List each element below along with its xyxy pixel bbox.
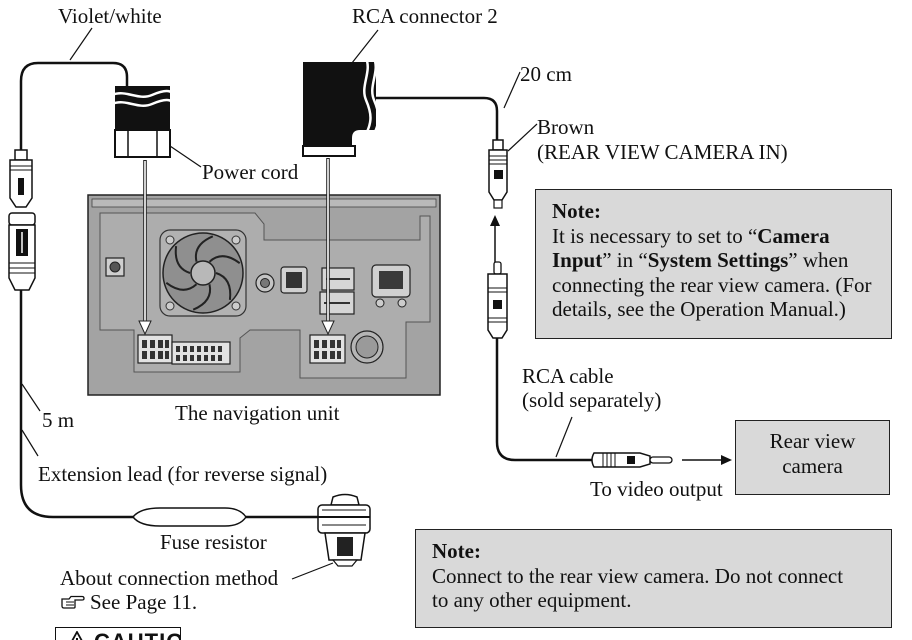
note-camera-setting: Note: It is necessary to set to “Camera …	[535, 189, 892, 339]
extension-lead-wire	[19, 290, 133, 519]
rca-cable-label: RCA cable	[522, 364, 614, 388]
caution-label: CAUTION	[94, 630, 180, 640]
fuse-resistor-label: Fuse resistor	[160, 530, 267, 554]
rca-cable-leader	[555, 416, 573, 458]
connection-method-label: About connection method	[60, 566, 279, 590]
extension-lead-leader	[21, 429, 39, 457]
violet-white-leader	[69, 27, 93, 61]
note-text: It is necessary to set to “	[552, 223, 758, 248]
fan-screw	[231, 235, 241, 245]
rear-view-camera-label: Rear view camera	[769, 429, 856, 478]
fan-screw	[165, 301, 175, 311]
note-heading: Note:	[432, 539, 481, 563]
right-connector-tab	[375, 298, 385, 308]
note-text: ” when connecting the rear view camera. …	[552, 248, 872, 321]
fan-hub	[190, 260, 216, 286]
connection-method-leader	[291, 562, 334, 580]
length-20cm-leader	[503, 71, 521, 109]
aux-socket-pins	[176, 346, 222, 361]
inline-connector-male	[9, 149, 33, 208]
rca-connector-2-leader	[347, 29, 379, 69]
length-20cm-label: 20 cm	[520, 62, 572, 86]
note-connect-camera: Note: Connect to the rear view camera. D…	[415, 529, 892, 628]
note-bold-system-settings: System Settings	[647, 248, 789, 272]
power-socket-pins	[142, 340, 169, 359]
antenna-jack-hole	[109, 261, 121, 273]
right-connector-tab	[397, 298, 407, 308]
rca-connector-arrow-icon	[321, 158, 335, 336]
rca-cable	[495, 338, 594, 462]
extension-lead-label: Extension lead (for reverse signal)	[38, 462, 328, 486]
rca-cable-plug-upper	[487, 261, 508, 339]
rca-cable-plug-lower	[591, 452, 673, 468]
fan-blades	[165, 235, 241, 311]
caution-box: CAUTION	[55, 627, 181, 640]
ground-terminal-core	[260, 278, 270, 288]
brown-rca-jack	[488, 139, 508, 209]
violet-white-wire	[19, 61, 129, 150]
note-bold-camera-input: Camera Input	[552, 223, 830, 273]
square-connector-pins	[286, 272, 302, 288]
sold-separately-label: (sold separately)	[522, 388, 662, 412]
fan-screw	[165, 235, 175, 245]
warning-triangle-icon	[71, 631, 83, 640]
rear-view-camera-box: Rear view camera	[735, 420, 890, 495]
length-5m-label: 5 m	[42, 408, 75, 432]
navigation-unit-label: The navigation unit	[175, 401, 340, 425]
power-cord-arrow-icon	[138, 160, 152, 336]
power-cord-label: Power cord	[202, 160, 299, 184]
round-port-inner	[355, 335, 379, 359]
note-body: Connect to the rear view camera. Do not …	[432, 563, 844, 613]
note-text: ” in “	[602, 248, 648, 272]
see-page-reference: See Page 11.	[90, 590, 198, 614]
brown-label: Brown	[537, 115, 595, 139]
inline-connector-female	[8, 212, 36, 291]
right-connector-pins	[379, 271, 403, 289]
up-arrow-icon	[490, 215, 500, 262]
pointing-hand-icon	[61, 595, 85, 609]
power-cord-connector	[111, 86, 174, 158]
tap-connector	[317, 493, 371, 567]
violet-white-label: Violet/white	[58, 4, 162, 28]
rca-connector-2-label: RCA connector 2	[352, 4, 498, 28]
unit-top-rim	[91, 198, 437, 208]
length-5m-leader	[21, 383, 41, 412]
fuse-resistor	[132, 507, 247, 527]
brown-leader	[507, 123, 538, 152]
rca-connector-2	[302, 57, 380, 157]
to-video-output-label: To video output	[590, 477, 723, 501]
power-cord-leader	[169, 145, 202, 168]
rear-camera-lead	[376, 96, 499, 141]
right-arrow-icon	[682, 455, 732, 465]
note-body: It is necessary to set to “Camera Input”…	[552, 224, 882, 322]
rear-view-camera-in-label: (REAR VIEW CAMERA IN)	[537, 140, 788, 164]
rca-socket-pins	[314, 340, 341, 359]
navigation-unit	[87, 194, 441, 396]
fan-screw	[231, 301, 241, 311]
note-heading: Note:	[552, 199, 601, 223]
